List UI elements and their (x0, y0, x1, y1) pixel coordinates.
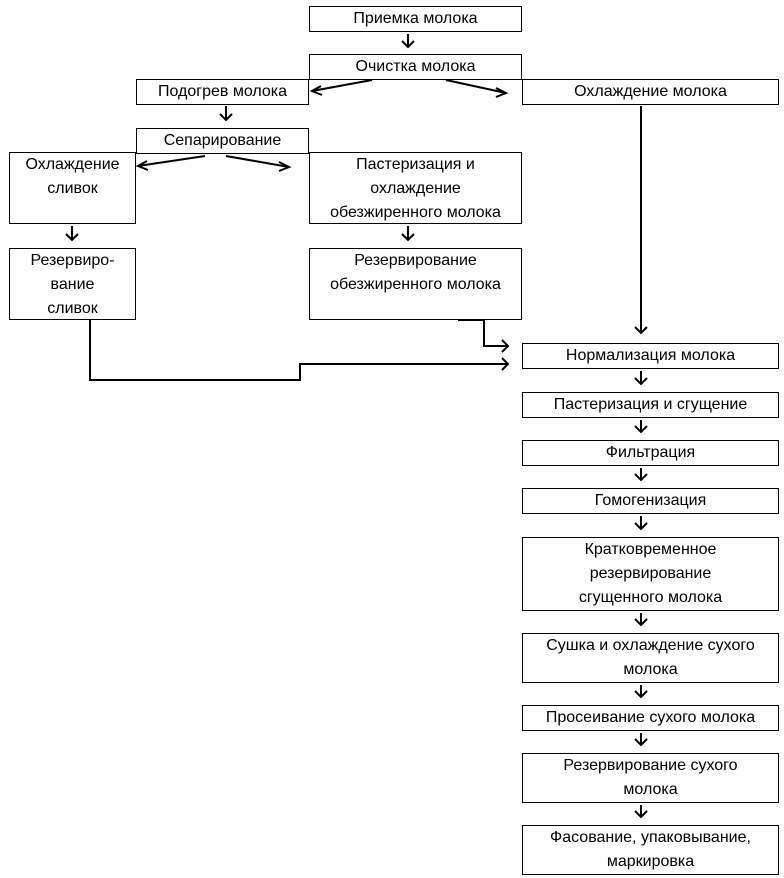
arrow-short-reserve-to-drying (634, 613, 648, 627)
step-drying: Сушка и охлаждение сухого молока (522, 633, 779, 683)
step-past-skim-line-3: обезжиренного молока (330, 204, 501, 221)
step-homogenization-line-1: Гомогенизация (594, 492, 707, 509)
step-skim-reserve: Резервирование обезжиренного молока (309, 248, 522, 320)
arrow-past-condense-to-filtration (634, 420, 648, 434)
step-cream-reserve-line-1: Резервиро- (30, 252, 115, 269)
arrow-cream-cooling-to-reserve (65, 226, 79, 242)
step-drying-line-1: Сушка и охлаждение сухого (546, 637, 755, 654)
arrow-filtration-to-homogenization (634, 468, 648, 482)
step-packing-line-2: маркировка (606, 853, 695, 870)
step-cream-reserve-line-2: вание (50, 276, 95, 293)
step-filtration: Фильтрация (522, 440, 779, 466)
step-sifting-line-1: Просеивание сухого молока (545, 709, 756, 726)
step-separation: Сепарирование (136, 128, 309, 154)
arrow-past-skim-to-reserve (401, 226, 415, 242)
arrow-powder-reserve-to-packing (634, 805, 648, 819)
arrow-normalization-to-past-condense (634, 371, 648, 386)
arrow-homogenization-to-short-reserve (634, 516, 648, 531)
step-normalization: Нормализация молока (522, 343, 779, 369)
arrow-separation-to-cream-cooling (135, 155, 206, 171)
step-sifting: Просеивание сухого молока (522, 705, 779, 731)
step-powder-reserve-line-1: Резервирование сухого (563, 757, 738, 774)
step-reception-line-1: Приемка молока (353, 10, 478, 27)
arrow-sifting-to-powder-reserve (634, 733, 648, 747)
step-cooling-milk: Охлаждение молока (522, 79, 779, 105)
arrow-heating-to-separation (219, 106, 233, 122)
step-past-skim: Пастеризация и охлаждение обезжиренного … (309, 152, 522, 224)
arrow-cleaning-to-heating (309, 79, 373, 96)
arrow-cream-reserve-to-normalization (89, 320, 510, 381)
arrow-cooling-milk-to-normalization (634, 106, 648, 335)
step-drying-line-2: молока (623, 661, 678, 678)
arrow-reception-to-cleaning (401, 34, 415, 49)
step-short-reserve-line-1: Кратковременное (584, 541, 717, 558)
step-packing: Фасование, упаковывание, маркировка (522, 825, 779, 875)
arrow-skim-reserve-to-normalization (458, 319, 510, 353)
step-past-skim-line-1: Пастеризация и (356, 156, 475, 173)
step-powder-reserve: Резервирование сухого молока (522, 753, 779, 803)
step-filtration-line-1: Фильтрация (605, 444, 696, 461)
step-short-reserve: Кратковременное резервирование сгущенног… (522, 537, 779, 611)
step-homogenization: Гомогенизация (522, 488, 779, 514)
step-separation-line-1: Сепарирование (163, 132, 282, 149)
step-cream-cooling-line-2: сливок (47, 180, 98, 197)
arrow-drying-to-sifting (634, 685, 648, 699)
step-past-condense-line-1: Пастеризация и сгущение (553, 396, 748, 413)
step-cream-reserve-line-3: сливок (47, 300, 98, 317)
step-cream-reserve: Резервиро- вание сливок (9, 248, 136, 320)
step-cleaning-line-1: Очистка молока (355, 58, 476, 75)
step-short-reserve-line-2: резервирование (589, 565, 712, 582)
step-packing-line-1: Фасование, упаковывание, (550, 829, 751, 846)
step-cleaning: Очистка молока (309, 54, 522, 80)
step-heating-line-1: Подогрев молока (157, 83, 288, 100)
step-normalization-line-1: Нормализация молока (565, 347, 736, 364)
step-cream-cooling: Охлаждение сливок (9, 152, 136, 224)
step-heating: Подогрев молока (136, 79, 309, 105)
step-skim-reserve-line-1: Резервирование (354, 252, 477, 269)
step-skim-reserve-line-2: обезжиренного молока (330, 276, 501, 293)
arrow-cleaning-to-cooling-milk (445, 79, 509, 98)
step-cooling-milk-line-1: Охлаждение молока (574, 83, 727, 100)
step-cream-cooling-line-1: Охлаждение (25, 156, 120, 173)
step-short-reserve-line-3: сгущенного молока (578, 589, 723, 606)
step-past-skim-line-2: охлаждение (370, 180, 461, 197)
step-reception: Приемка молока (309, 6, 522, 32)
arrow-separation-to-past-skim (225, 155, 292, 172)
step-past-condense: Пастеризация и сгущение (522, 392, 779, 418)
step-powder-reserve-line-2: молока (623, 781, 678, 798)
